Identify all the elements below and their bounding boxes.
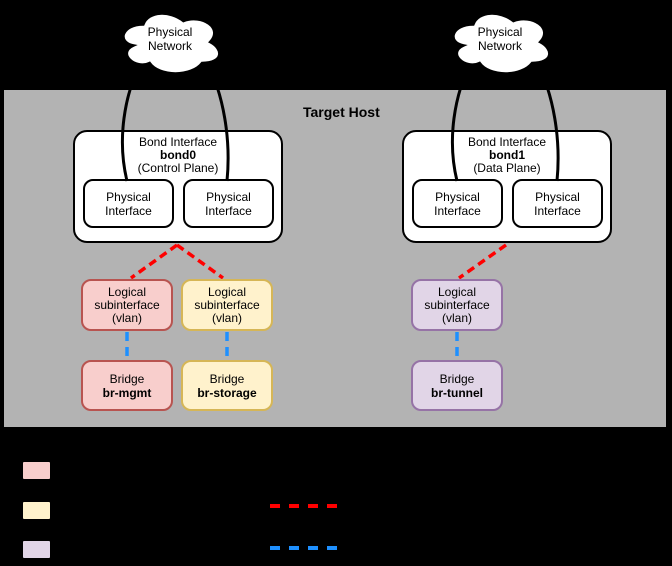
bridge-heading: Bridge [209,371,245,386]
bond1-plane: (Data Plane) [473,161,541,175]
bond1-box: Bond Interface bond1 (Data Plane) Physic… [402,130,612,243]
physical-network-cloud-left: Physical Network [116,7,224,77]
legend-swatch-tunnel [21,539,52,560]
bond1-physical-interface-box-2: Physical Interface [512,179,603,228]
bridge-name: br-tunnel [431,385,483,400]
bond0-plane: (Control Plane) [137,161,219,175]
physical-network-label: Physical Network [477,25,523,53]
bond0-box: Bond Interface bond0 (Control Plane) Phy… [73,130,283,243]
bond0-mgmt-vlan-link [129,243,179,280]
bond0-label: Bond Interface bond0 (Control Plane) [75,136,281,175]
bond1-physical-interface-box-1: Physical Interface [412,179,503,228]
bridge-heading: Bridge [109,371,145,386]
target-host-title: Target Host [303,104,380,120]
cloud1-nic2-link [204,59,230,182]
bond0-heading: Bond Interface [138,135,218,149]
cloud-icon [122,12,221,75]
vlan-subinterface-storage-box: Logical subinterface (vlan) [181,279,273,331]
physical-network-cloud-right: Physical Network [446,7,554,77]
bond0-storage-vlan-link [175,243,225,280]
cloud1-nic1-link [120,59,144,182]
bond1-name: bond1 [489,148,525,162]
bond0-physical-interface-box-1: Physical Interface [83,179,174,228]
bridge-heading: Bridge [439,371,475,386]
vlan-subinterface-tunnel-box: Logical subinterface (vlan) [411,279,503,331]
bridge-name: br-storage [197,385,257,400]
vlan-subinterface-mgmt-box: Logical subinterface (vlan) [81,279,173,331]
physical-network-label: Physical Network [147,25,193,53]
bridge-br-storage-box: Bridge br-storage [181,360,273,411]
legend-swatch-mgmt [21,460,52,481]
legend-swatch-storage [21,500,52,521]
bond0-name: bond0 [160,148,196,162]
bridge-name: br-mgmt [102,385,152,400]
cloud2-nic2-link [534,59,560,182]
bond1-label: Bond Interface bond1 (Data Plane) [404,136,610,175]
cloud2-nic1-link [450,59,474,182]
bond1-tunnel-vlan-link [457,243,508,280]
cloud-icon [452,12,551,75]
bridge-br-mgmt-box: Bridge br-mgmt [81,360,173,411]
bridge-br-tunnel-box: Bridge br-tunnel [411,360,503,411]
bond1-heading: Bond Interface [467,135,547,149]
